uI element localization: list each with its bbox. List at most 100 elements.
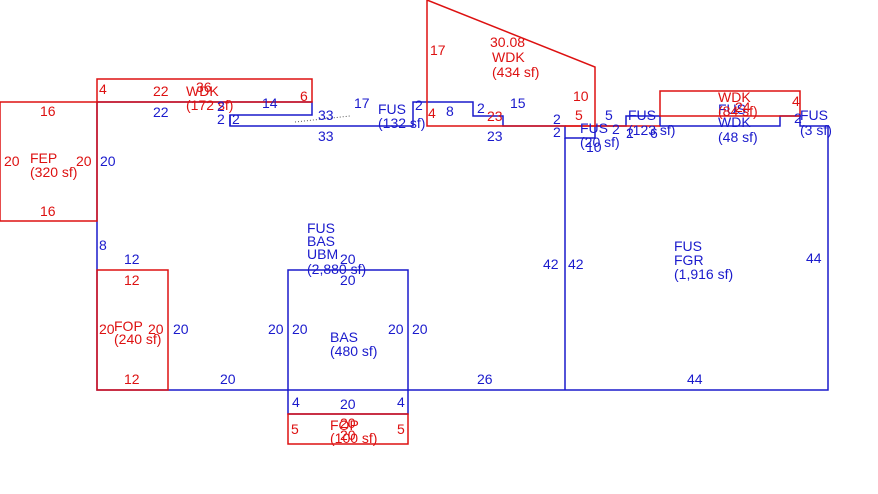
fop-bottom-code: FOP xyxy=(330,417,359,433)
fus-bas-ubm-area: (2,880 sf) xyxy=(307,261,366,277)
dim-label: 20 xyxy=(340,427,356,443)
fus-123-code: FUS xyxy=(628,107,656,123)
dim-label: 16 xyxy=(40,103,56,119)
dim-label: 5 xyxy=(291,421,299,437)
dim-label: 20 xyxy=(340,272,356,288)
dim-label: 2 xyxy=(612,121,620,137)
fop-bottom-outline xyxy=(287,413,409,445)
dim-label: 5 xyxy=(605,107,613,123)
wdk-left-area: (172 sf) xyxy=(186,97,233,113)
dim-label: 14 xyxy=(262,95,278,111)
dim-label: 2 xyxy=(217,98,225,114)
dim-label: 4 xyxy=(292,394,300,410)
dim-label: 4 xyxy=(397,394,405,410)
fep-code: FEP xyxy=(30,150,57,166)
dim-label: 20 xyxy=(4,153,20,169)
dim-label: 22 xyxy=(153,83,169,99)
dim-label: 44 xyxy=(687,371,703,387)
dim-label: 10 xyxy=(586,139,602,155)
dim-label: 4 xyxy=(428,105,436,121)
wdk-right-area1: (84 sf) xyxy=(718,103,758,119)
dim-label: 20 xyxy=(388,321,404,337)
dimension-labels: 16 16 20 20 20 4 22 36 6 22 14 2 2 2 33 … xyxy=(4,42,822,443)
dim-label: 10 xyxy=(573,88,589,104)
wdk-right-code: WDK xyxy=(718,89,751,105)
dim-label: 20 xyxy=(340,396,356,412)
wdk-angled-area: (434 sf) xyxy=(492,64,539,80)
dim-label: 20 xyxy=(340,415,356,431)
dim-label: 8 xyxy=(446,103,454,119)
dim-label: 2 xyxy=(553,111,561,127)
wdk-angled-code: WDK xyxy=(492,49,525,65)
dim-label: 20 xyxy=(76,153,92,169)
dim-label: 15 xyxy=(510,95,526,111)
fus-3-area: (3 sf) xyxy=(800,122,832,138)
dim-label: 24 xyxy=(735,99,751,115)
wdk-angled-slope: 30.08 xyxy=(490,34,525,50)
dim-label: 2 xyxy=(626,125,634,141)
dim-label: 2 xyxy=(217,111,225,127)
dim-label: 6 xyxy=(650,125,658,141)
dim-label: 16 xyxy=(40,203,56,219)
dim-label: 8 xyxy=(99,237,107,253)
dim-label: 2 xyxy=(477,100,485,116)
dim-label: 20 xyxy=(268,321,284,337)
dim-label: 17 xyxy=(430,42,446,58)
fop-bottom-area: (100 sf) xyxy=(330,430,377,446)
dim-label: 33 xyxy=(318,128,334,144)
wdk-right-outline xyxy=(659,90,801,117)
bas-area: (480 sf) xyxy=(330,343,377,359)
dim-label: 20 xyxy=(100,153,116,169)
bas-code: BAS xyxy=(330,329,358,345)
fop-outline xyxy=(96,269,169,391)
dim-label: 33 xyxy=(318,107,334,123)
fus-3-code: FUS xyxy=(800,107,828,123)
dotted-guide xyxy=(294,115,351,123)
dim-label: 12 xyxy=(124,272,140,288)
dim-label: 5 xyxy=(575,107,583,123)
fus-bas-ubm-line3: UBM xyxy=(307,246,338,262)
dim-label: 12 xyxy=(124,251,140,267)
wdk-right-code2: WDK xyxy=(718,114,751,130)
fus-right-code: FUS xyxy=(718,101,746,117)
dim-label: 2 xyxy=(232,111,240,127)
dim-label: 42 xyxy=(543,256,559,272)
fus-132-code: FUS xyxy=(378,101,406,117)
dim-label: 20 xyxy=(412,321,428,337)
fus-132-area: (132 sf) xyxy=(378,115,425,131)
dim-label: 26 xyxy=(477,371,493,387)
dim-label: 2 xyxy=(794,110,802,126)
fep-outline xyxy=(0,101,98,222)
dim-label: 4 xyxy=(792,93,800,109)
dim-label: 20 xyxy=(173,321,189,337)
fus-fgr-line2: FGR xyxy=(674,252,704,268)
area-labels: FEP (320 sf) WDK (172 sf) FUS (132 sf) 3… xyxy=(30,34,832,446)
dim-label: 17 xyxy=(354,95,370,111)
dim-label: 23 xyxy=(487,128,503,144)
wdk-left-code: WDK xyxy=(186,83,219,99)
dim-label: 5 xyxy=(397,421,405,437)
dim-label: 20 xyxy=(99,321,115,337)
dim-label: 12 xyxy=(124,371,140,387)
dim-label: 44 xyxy=(806,250,822,266)
dim-label: 6 xyxy=(300,88,308,104)
dim-label: 4 xyxy=(99,81,107,97)
dim-label: 20 xyxy=(148,321,164,337)
main-outline xyxy=(96,101,829,415)
fus-bas-ubm-line2: BAS xyxy=(307,233,335,249)
dim-label: 22 xyxy=(153,104,169,120)
wdk-right-area2: (48 sf) xyxy=(718,129,758,145)
dim-label: 36 xyxy=(196,79,212,95)
bas-inner-outline xyxy=(287,269,409,391)
red-outlines xyxy=(0,0,801,445)
dim-label: 20 xyxy=(220,371,236,387)
fop-code: FOP xyxy=(114,318,143,334)
dim-label: 42 xyxy=(568,256,584,272)
dim-label: 20 xyxy=(340,251,356,267)
dim-label: 23 xyxy=(487,108,503,124)
wdk-left-outline xyxy=(96,78,313,103)
fep-area: (320 sf) xyxy=(30,164,77,180)
fus-fgr-line1: FUS xyxy=(674,238,702,254)
